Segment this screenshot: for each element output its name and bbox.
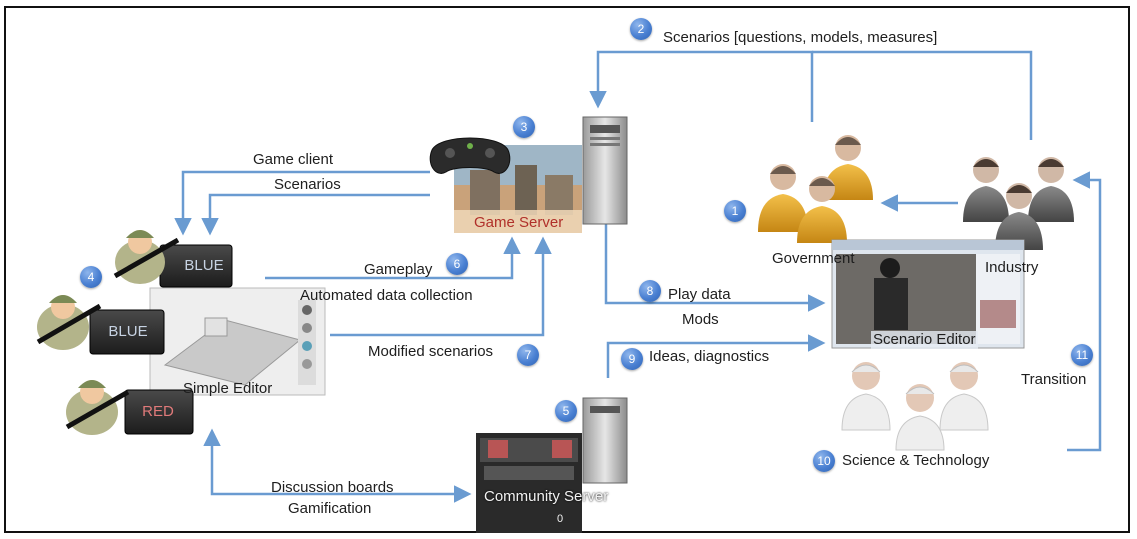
community-server-suffix: 0: [557, 513, 564, 525]
arrow-game-client: [174, 170, 430, 236]
badge-11: 11: [1071, 344, 1093, 366]
arrow-gameplay: [265, 236, 521, 280]
flow-automated-data: Automated data collection: [300, 287, 473, 304]
tv-red: [124, 389, 194, 435]
arrow-transition: [1067, 171, 1102, 452]
flow-arrows: [174, 50, 1102, 503]
arrow-discussion: [203, 428, 472, 503]
arrow-scenarios-left: [201, 193, 430, 236]
flow-game-client: Game client: [253, 151, 334, 168]
badge-5: 5: [555, 400, 577, 422]
scenario-editor-screenshot: [831, 239, 1025, 349]
arrow-modified-scenarios: [330, 236, 552, 337]
flow-modified-scenarios: Modified scenarios: [368, 343, 494, 360]
flow-scenarios: Scenarios: [274, 176, 341, 193]
soldier-icon-mid: [36, 295, 102, 350]
badge-9: 9: [621, 348, 643, 370]
flow-ideas: Ideas, diagnostics: [649, 348, 770, 365]
industry-label: Industry: [985, 259, 1039, 276]
controller-icon: [429, 137, 511, 174]
government-people-icon: [758, 135, 873, 243]
arrow-scenarios-to-server: [589, 50, 814, 122]
flow-gameplay: Gameplay: [364, 261, 433, 278]
arrow-play-data: [604, 220, 826, 312]
industry-people-icon: [963, 157, 1074, 250]
flow-transition: Transition: [1021, 371, 1087, 388]
flow-mods: Mods: [682, 311, 719, 328]
simple-editor-label: Simple Editor: [183, 380, 273, 397]
tv-red-label: RED: [142, 403, 174, 420]
tv-blue-top-label: BLUE: [184, 257, 224, 274]
badge-4: 4: [80, 266, 102, 288]
game-server-label: Game Server: [474, 214, 564, 231]
tv-blue-mid: [89, 309, 165, 355]
badge-2: 2: [630, 18, 652, 40]
simple-editor-node: [149, 287, 326, 396]
game-server-node: [429, 116, 628, 233]
arrow-industry-to-top: [812, 50, 1033, 140]
soldier-icon-red: [65, 380, 130, 435]
badge-3: 3: [513, 116, 535, 138]
flow-gamification: Gamification: [288, 500, 372, 517]
science-people-icon: [841, 362, 989, 451]
community-server-node: [476, 397, 628, 533]
badge-6: 6: [446, 253, 468, 275]
community-server-name: Community Server: [484, 488, 609, 505]
badge-8: 8: [639, 280, 661, 302]
flow-play-data: Play data: [668, 286, 731, 303]
arrow-ideas: [606, 334, 826, 378]
tv-blue-mid-label: BLUE: [108, 323, 148, 340]
community-server-label: Community Server: [484, 488, 608, 505]
flow-discussion: Discussion boards: [271, 479, 394, 496]
scenario-editor-label: Scenario Editor: [871, 331, 978, 349]
government-label: Government: [772, 250, 855, 267]
badge-10: 10: [813, 450, 835, 472]
science-tech-label: Science & Technology: [842, 452, 990, 469]
game-server-tower: [582, 116, 628, 225]
soldier-icon-top: [113, 230, 180, 284]
badge-1: 1: [724, 200, 746, 222]
flow-scenarios-questions: Scenarios [questions, models, measures]: [663, 29, 938, 46]
badge-7: 7: [517, 344, 539, 366]
